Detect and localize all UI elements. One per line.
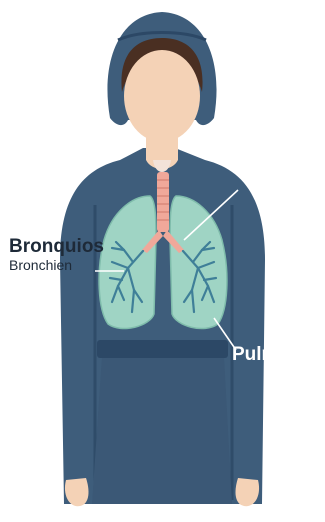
bronchi-label-german: Bronchien bbox=[9, 257, 104, 274]
lungs-label-spanish: Pulmones bbox=[232, 345, 323, 365]
lungs-label: Pulmones Lungen bbox=[232, 345, 323, 382]
trachea-label-german: Trachea bbox=[246, 188, 319, 205]
waistband bbox=[97, 340, 228, 358]
trachea-label: Tráquea Trachea bbox=[246, 168, 319, 205]
bronchi-label: Bronquios Bronchien bbox=[9, 237, 104, 274]
skirt bbox=[92, 356, 232, 504]
bronchi-label-spanish: Bronquios bbox=[9, 237, 104, 257]
face bbox=[124, 50, 200, 142]
lungs-label-german: Lungen bbox=[232, 365, 323, 382]
trachea-label-spanish: Tráquea bbox=[246, 168, 319, 188]
